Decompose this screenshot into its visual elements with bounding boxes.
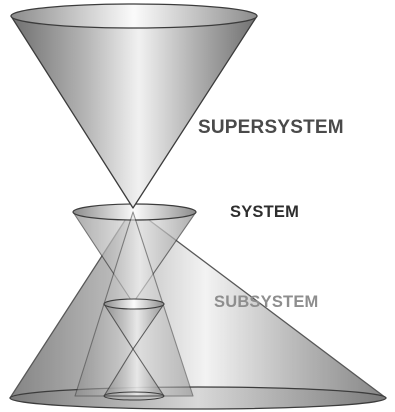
system-label: SYSTEM [230, 203, 300, 221]
supersystem-label: SUPERSYSTEM [198, 117, 344, 138]
subsystem-lower-cone [103, 348, 165, 401]
subsystem-upper-cone [103, 298, 165, 350]
supersystem-lower-cone [9, 207, 387, 410]
subsystem-label: SUBSYSTEM [214, 293, 319, 311]
supersystem-upper-cone [10, 3, 258, 209]
